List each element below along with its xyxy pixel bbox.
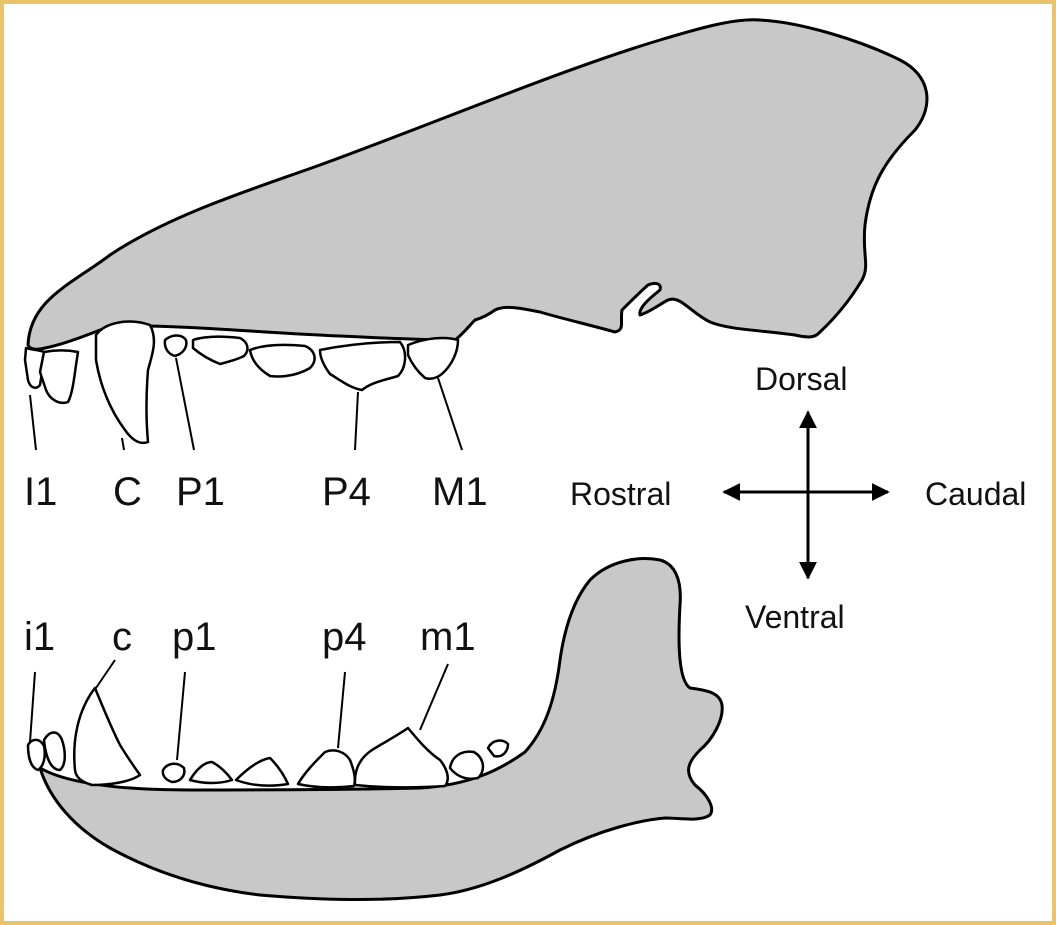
label-rostral: Rostral [570, 476, 671, 512]
leader-line-P1 [176, 358, 194, 450]
label-I1: I1 [24, 470, 57, 514]
molar-lower-1 [355, 728, 448, 787]
label-m1: m1 [420, 615, 476, 659]
canine-upper [96, 322, 154, 443]
label-ventral: Ventral [745, 599, 845, 635]
leader-line-i1 [30, 672, 35, 742]
label-P1: P1 [176, 470, 225, 514]
label-p1: p1 [172, 615, 217, 659]
leader-line-p1 [177, 672, 185, 760]
leader-line-P4 [355, 392, 358, 450]
leader-line-I1 [30, 395, 36, 450]
incisor-lower-2 [44, 733, 65, 771]
label-C: C [113, 470, 142, 514]
label-M1: M1 [432, 470, 488, 514]
label-dorsal: Dorsal [755, 361, 847, 397]
leader-line-C [122, 438, 124, 450]
premolar-upper-4 [320, 342, 405, 390]
lower-jaw [40, 559, 722, 900]
label-caudal: Caudal [925, 476, 1026, 512]
label-p4: p4 [322, 615, 367, 659]
premolar-lower-4 [298, 750, 355, 787]
premolar-upper-2 [193, 337, 247, 364]
premolar-upper-1 [165, 336, 187, 357]
premolar-lower-3 [236, 758, 288, 786]
leader-line-p4 [338, 672, 345, 748]
skull-diagram: I1 C P1 P4 M1 i1 c p1 p4 m1 Dorsal Ventr… [4, 4, 1052, 921]
label-i1: i1 [24, 615, 55, 659]
premolar-upper-3 [250, 345, 315, 377]
leader-line-c [96, 660, 115, 688]
molar-upper-1 [408, 338, 458, 379]
molar-lower-3 [488, 741, 508, 757]
incisor-upper-2 [40, 351, 78, 403]
leader-line-M1 [438, 378, 462, 450]
label-c: c [112, 615, 132, 659]
molar-lower-2 [450, 752, 483, 779]
canine-lower [74, 688, 140, 785]
premolar-lower-1 [163, 764, 185, 782]
upper-skull [28, 20, 927, 350]
label-P4: P4 [322, 470, 371, 514]
premolar-lower-2 [190, 762, 232, 783]
incisor-lower-1 [28, 740, 45, 770]
leader-line-m1 [420, 664, 448, 730]
